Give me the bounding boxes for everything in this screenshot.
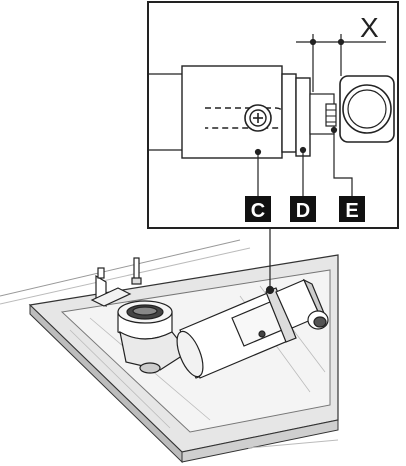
detail-collar	[281, 73, 297, 153]
callout-c-label: C	[251, 200, 265, 222]
detail-inset: X C D E	[147, 1, 399, 229]
callout-e: E	[339, 196, 365, 222]
callout-d: D	[290, 196, 316, 222]
callout-e-label: E	[345, 200, 358, 222]
callout-d-label: D	[296, 200, 310, 222]
mechanism-assembly	[90, 257, 329, 379]
dimension-label: X	[360, 12, 379, 43]
callout-c: C	[245, 196, 271, 222]
dimension-x	[296, 34, 386, 92]
